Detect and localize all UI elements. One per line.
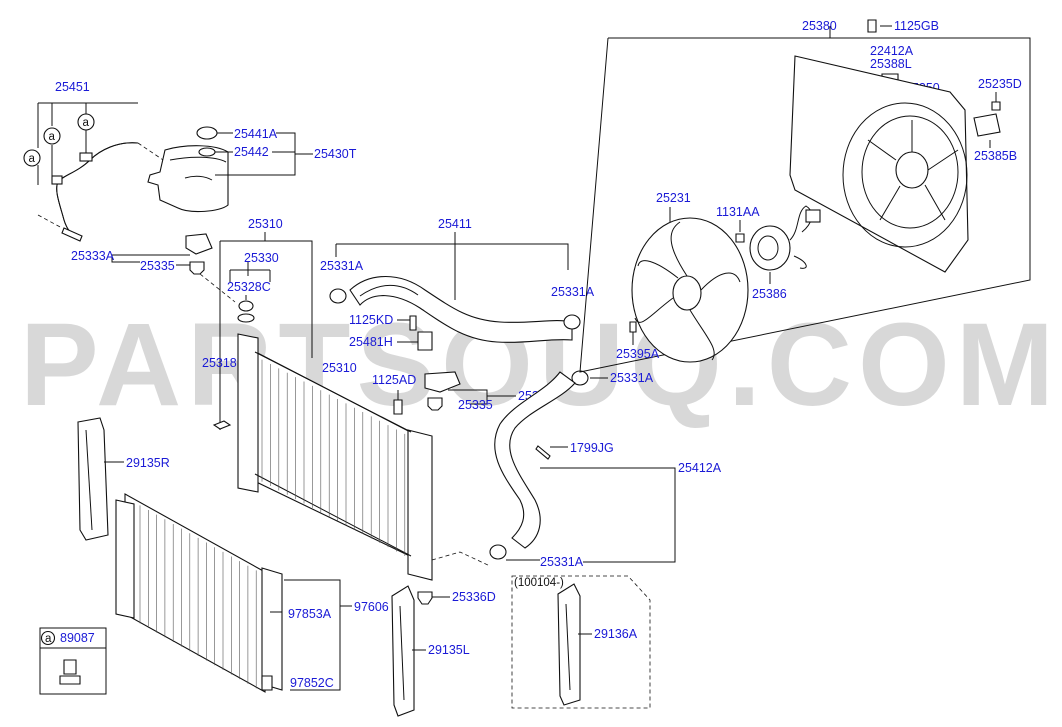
part-label-29136A[interactable]: 29136A [594, 627, 638, 641]
part-label-25318[interactable]: 25318 [202, 356, 237, 370]
part-label-97853A[interactable]: 97853A [288, 607, 332, 621]
condenser-97606 [115, 493, 283, 693]
part-label-25430T[interactable]: 25430T [314, 147, 357, 161]
legend-box-89087 [39, 627, 107, 695]
part-label-25411[interactable]: 25411 [438, 217, 472, 231]
part-label-22412A[interactable]: 22412A [870, 44, 914, 58]
part-label-29135R[interactable]: 29135R [126, 456, 170, 470]
part-label-1125AD[interactable]: 1125AD [372, 373, 416, 387]
part-label-25328C[interactable]: 25328C [227, 280, 271, 294]
cooling-fan-25231 [631, 217, 749, 363]
hose-clamp-25331A-2 [563, 314, 581, 330]
part-label-25388L[interactable]: 25388L [870, 57, 912, 71]
part-label-1799JG[interactable]: 1799JG [570, 441, 614, 455]
part-label-89087[interactable]: 89087 [60, 631, 95, 645]
part-label-29135L[interactable]: 29135L [428, 643, 470, 657]
part-label-25386[interactable]: 25386 [752, 287, 787, 301]
part-label-25380[interactable]: 25380 [802, 19, 837, 33]
part-label-25331A-4[interactable]: 25331A [540, 555, 584, 569]
part-label-25310-mid[interactable]: 25310 [322, 361, 357, 375]
svg-text:a: a [83, 117, 90, 129]
part-label-25331A-1[interactable]: 25331A [320, 259, 364, 273]
radiator-core [237, 333, 433, 581]
part-label-25441A[interactable]: 25441A [234, 127, 278, 141]
svg-text:a: a [29, 153, 36, 165]
air-guard-29135R [77, 417, 109, 541]
part-label-25331A-2[interactable]: 25331A [551, 285, 595, 299]
part-label-1131AA[interactable]: 1131AA [716, 205, 760, 219]
variant-label-100104[interactable]: (100104-) [514, 577, 564, 589]
part-label-25412A[interactable]: 25412A [678, 461, 722, 475]
callout-a-marker-3: a [23, 149, 41, 167]
part-label-25481H[interactable]: 25481H [349, 335, 393, 349]
hose-clamp-25331A-4 [489, 544, 507, 560]
part-label-25395A[interactable]: 25395A [616, 347, 660, 361]
part-label-1125KD[interactable]: 1125KD [349, 313, 393, 327]
fan-shroud-25350 [789, 55, 969, 273]
part-label-25330[interactable]: 25330 [244, 251, 279, 265]
part-label-97852C[interactable]: 97852C [290, 676, 334, 690]
air-guard-29135L [391, 585, 415, 717]
lower-radiator-hose [494, 371, 576, 549]
part-label-25336D[interactable]: 25336D [452, 590, 496, 604]
part-label-1125GB[interactable]: 1125GB [894, 19, 939, 33]
hose-clamp-25331A-1 [329, 288, 347, 304]
part-label-25385B[interactable]: 25385B [974, 149, 1017, 163]
fan-motor-25386 [749, 205, 821, 271]
part-label-25335-left[interactable]: 25335 [140, 259, 175, 273]
callout-a-marker-1: a [43, 127, 61, 145]
part-label-25451[interactable]: 25451 [55, 80, 90, 94]
upper-radiator-hose [349, 275, 573, 343]
part-label-25331A-3[interactable]: 25331A [610, 371, 654, 385]
callout-a-legend: a [45, 633, 52, 645]
reservoir-hose-assembly [37, 102, 176, 242]
callout-a-marker-2: a [77, 113, 95, 131]
coolant-reservoir-tank [147, 126, 229, 213]
watermark: PARTSOUQ.COM [20, 299, 1060, 431]
part-label-25333A[interactable]: 25333A [71, 249, 115, 263]
air-guard-29136A [557, 583, 581, 706]
part-label-25310-top[interactable]: 25310 [248, 217, 283, 231]
svg-text:a: a [49, 131, 56, 143]
part-label-25442[interactable]: 25442 [234, 145, 269, 159]
part-label-25335-right[interactable]: 25335 [458, 398, 493, 412]
part-label-97606[interactable]: 97606 [354, 600, 389, 614]
variant-box-100104 [511, 575, 651, 709]
part-label-25231[interactable]: 25231 [656, 191, 691, 205]
part-label-25235D[interactable]: 25235D [978, 77, 1022, 91]
